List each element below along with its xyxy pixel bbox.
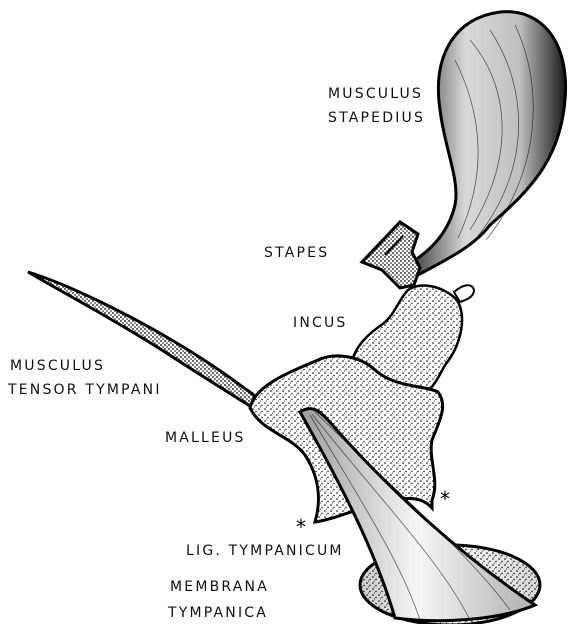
asterisk-right-marker: * <box>440 487 450 511</box>
label-membrana-line1: MEMBRANA <box>170 579 269 595</box>
asterisk-left-marker: * <box>296 515 306 539</box>
label-musculus-stapedius-line1: MUSCULUS <box>328 86 423 102</box>
label-incus: INCUS <box>293 315 348 331</box>
label-malleus: MALLEUS <box>165 430 246 446</box>
label-membrana-line2: TYMPANICA <box>167 605 268 621</box>
label-lig-tympanicum: LIG. TYMPANICUM <box>186 543 344 559</box>
label-musculus-tensor-line2: TENSOR TYMPANI <box>7 382 162 398</box>
label-musculus-tensor-line1: MUSCULUS <box>10 358 105 374</box>
label-stapes: STAPES <box>264 245 329 261</box>
stapes-shape <box>362 222 420 288</box>
label-musculus-stapedius-line2: STAPEDIUS <box>328 110 425 126</box>
musculus-stapedius-shape <box>412 12 566 275</box>
